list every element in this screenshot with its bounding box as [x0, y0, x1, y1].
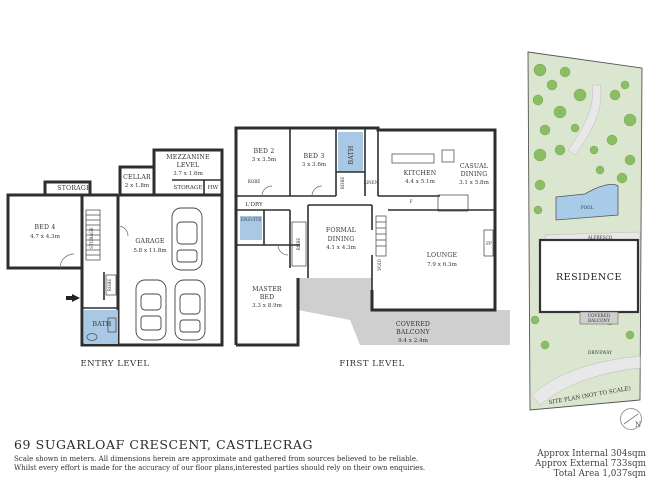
room-size-cellar: 2 x 1.8m [125, 183, 150, 189]
room-label-bath-first: BATH [348, 145, 355, 164]
room-label-bed4: BED 4 [35, 224, 56, 231]
room-label-master-2: BED [260, 294, 275, 301]
room-label-storage-vert: STORAGE [89, 227, 94, 249]
disclaimer-line-2: Whilst every effort is made for the accu… [14, 464, 426, 472]
approx-external-area: Approx External 733sqm [534, 459, 646, 469]
room-label-casual: CASUAL [460, 163, 488, 170]
room-label-f: F [410, 199, 413, 204]
approx-internal-area: Approx Internal 304sqm [537, 449, 646, 459]
total-area: Total Area 1,037sqm [553, 469, 646, 479]
compass-needle-icon: N [623, 413, 641, 429]
property-address: 69 SUGARLOAF CRESCENT, CASTLECRAG [14, 437, 314, 452]
room-label-laundry: L'DRY [245, 202, 263, 208]
room-label-cellar: CELLAR [123, 174, 151, 181]
site-label-residence: RESIDENCE [556, 272, 622, 283]
room-label-robe-master: ROBE [296, 238, 301, 251]
room-label-storage-mid: STORAGE [174, 185, 203, 191]
room-label-hw: HW [208, 185, 219, 191]
site-label-driveway: DRIVEWAY [588, 350, 612, 355]
room-label-storage-left: STORAGE [57, 185, 91, 192]
room-size-balcony: 9.4 x 2.4m [398, 338, 429, 344]
room-label-mezzanine-2: LEVEL [177, 162, 200, 169]
site-label-pool: POOL [581, 205, 594, 210]
room-label-ensuite: ENSUITE [241, 217, 262, 222]
room-label-casual-2: DINING [461, 171, 488, 178]
room-label-bath-entry: BATH [93, 321, 112, 328]
room-label-mezzanine: MEZZANINE [166, 154, 210, 161]
room-label-fp: FP [486, 241, 492, 246]
site-plan [527, 51, 643, 411]
level-title-first: FIRST LEVEL [339, 359, 404, 369]
room-label-balcony-2: BALCONY [396, 329, 431, 336]
room-size-formal: 4.1 x 4.3m [326, 245, 357, 251]
level-title-entry: ENTRY LEVEL [80, 359, 149, 369]
room-size-kitchen: 4.4 x 5.1m [405, 179, 436, 185]
room-label-master: MASTER [252, 286, 282, 293]
room-size-master: 3.3 x 8.9m [252, 303, 283, 309]
room-label-linen: LINEN [364, 180, 379, 185]
room-label-garage: GARAGE [135, 238, 164, 245]
room-size-bed3: 3 x 3.6m [302, 162, 327, 168]
room-label-bed3: BED 3 [304, 153, 325, 160]
room-size-casual: 3.1 x 5.8m [459, 180, 490, 186]
disclaimer-line-1: Scale shown in meters. All dimensions he… [14, 455, 419, 463]
room-size-lounge: 7.9 x 6.3m [427, 262, 458, 268]
entry-level-plan [6, 148, 224, 347]
room-size-bed4: 4.7 x 4.3m [30, 234, 61, 240]
room-label-bed2: BED 2 [254, 148, 275, 155]
room-label-void: VOID [377, 259, 382, 272]
site-label-covered: COVERED [588, 313, 611, 318]
first-level-plan [234, 126, 510, 347]
north-compass-icon: N [620, 408, 642, 430]
room-label-balcony: COVERED [396, 321, 430, 328]
site-label-alfresco: ALFRESCO [587, 235, 613, 240]
room-label-robe-bed2: ROBE [248, 179, 261, 184]
room-label-lounge: LOUNGE [427, 252, 458, 259]
room-size-bed2: 3 x 3.5m [252, 157, 277, 163]
room-size-mezzanine: 3.7 x 1.6m [173, 171, 204, 177]
compass-label: N [635, 421, 641, 429]
room-label-robe-bed3: ROBE [340, 177, 345, 190]
room-label-robe-entry: ROBE [107, 279, 112, 292]
room-label-formal-2: DINING [328, 236, 355, 243]
room-label-kitchen: KITCHEN [404, 170, 437, 177]
room-label-formal: FORMAL [326, 227, 356, 234]
room-size-garage: 5.8 x 11.8m [133, 248, 167, 254]
site-label-balcony: BALCONY [588, 318, 610, 323]
